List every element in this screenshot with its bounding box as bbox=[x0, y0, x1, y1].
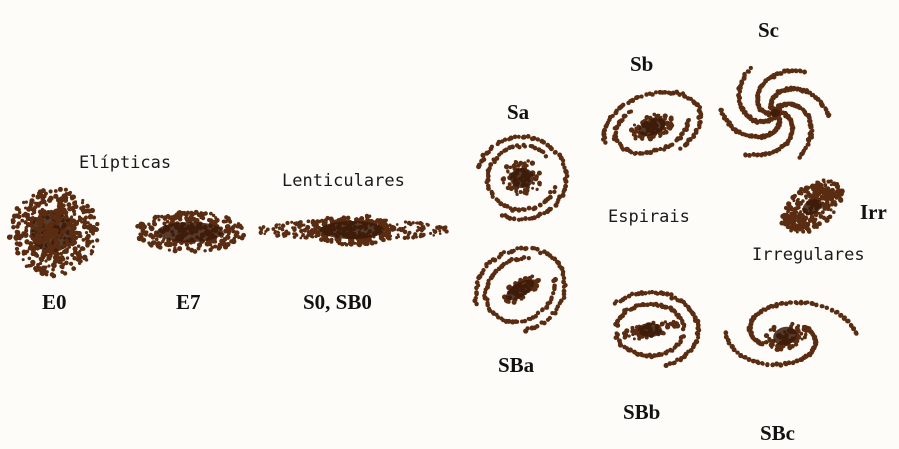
galaxy-irr-irregular bbox=[779, 178, 844, 234]
galaxy-sc-spiral bbox=[718, 66, 831, 160]
label-sba: SBa bbox=[498, 353, 534, 378]
label-sa: Sa bbox=[507, 100, 529, 125]
galaxy-e7-elliptical bbox=[135, 210, 246, 254]
label-e7: E7 bbox=[176, 290, 201, 315]
label-e0: E0 bbox=[42, 290, 67, 315]
category-elliptical: Elípticas bbox=[79, 153, 171, 173]
category-irregular: Irregulares bbox=[752, 245, 865, 265]
label-s0: S0, SB0 bbox=[303, 290, 372, 315]
label-irr: Irr bbox=[860, 200, 887, 225]
label-sbc: SBc bbox=[760, 421, 795, 446]
galaxy-e0-elliptical bbox=[7, 187, 100, 278]
label-sbb: SBb bbox=[623, 400, 660, 425]
galaxy-sbb-barred-spiral bbox=[613, 290, 701, 368]
galaxy-sba-barred-spiral bbox=[472, 246, 567, 334]
label-sb: Sb bbox=[630, 52, 653, 77]
galaxy-sbc-barred-spiral bbox=[724, 300, 859, 368]
galaxy-s0-lenticular bbox=[258, 214, 448, 247]
label-sc: Sc bbox=[758, 18, 779, 43]
galaxy-sb-spiral bbox=[601, 90, 703, 156]
galaxy-sa-spiral bbox=[476, 134, 569, 222]
category-spiral: Espirais bbox=[608, 207, 690, 227]
category-lenticular: Lenticulares bbox=[282, 171, 405, 191]
